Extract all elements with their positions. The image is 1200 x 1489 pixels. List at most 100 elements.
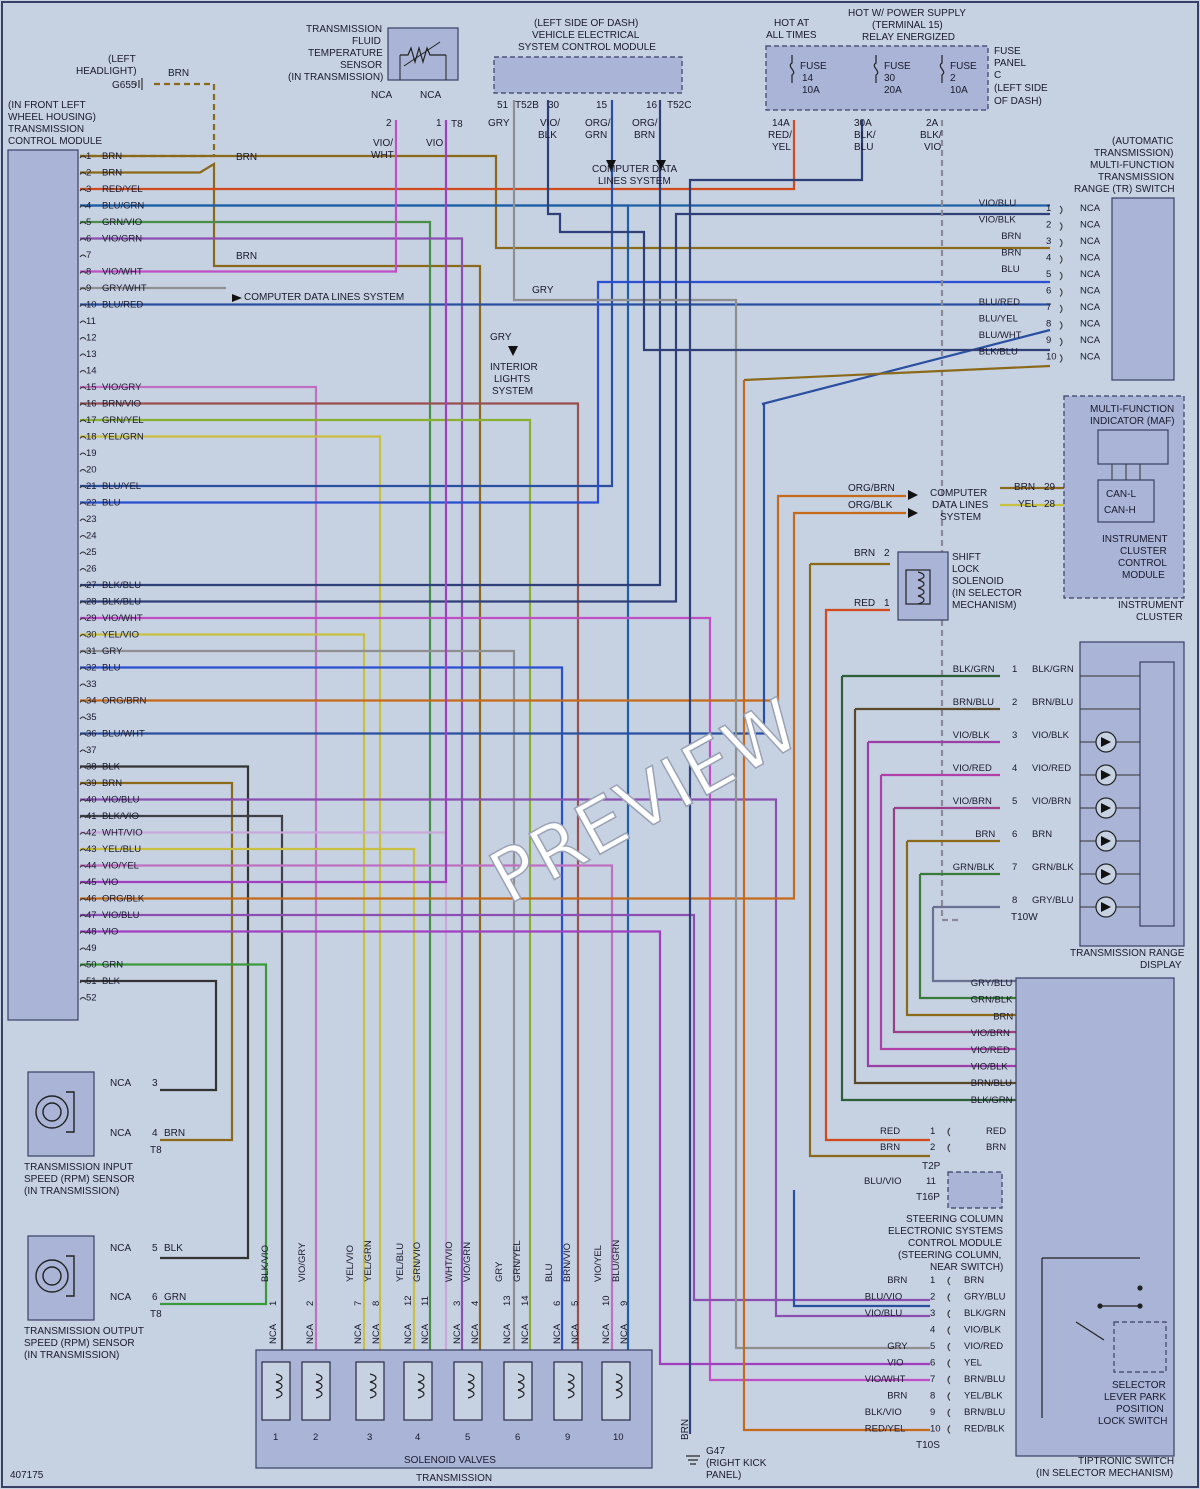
interior-gry-label: GRY [490,332,512,343]
tcm-label-0: (IN FRONT LEFT [8,100,86,111]
display-pin-left-color: VIO/RED [953,763,992,774]
tcm-pin-color: ORG/BLK [102,894,145,905]
diode-icon [1101,836,1111,846]
solenoid-pin-number: 13 [502,1295,513,1306]
org-brn-label: ORG/BRN [848,483,895,494]
wire-org-blk-46 [80,511,906,900]
tcm-pin-color: ORG/BRN [102,696,146,707]
wire-grn-yel-17 [80,418,532,1350]
wire-blk-vio-41 [80,814,284,1350]
connector-mark [79,436,87,439]
connector-mark [79,799,87,802]
solenoid-number: 2 [313,1432,318,1443]
output-speed-nca-2: NCA [110,1292,131,1303]
conn-t2p: T2P [922,1161,941,1172]
output-speed-label-1: SPEED (RPM) SENSOR [24,1338,135,1349]
connector-mark [79,700,87,703]
connector-mark [79,254,87,258]
input-speed-nca-1: NCA [110,1078,131,1089]
t10s-right-color: YEL [964,1358,982,1369]
tiptronic-upper-color: BRN [993,1011,1013,1022]
vescm-label-0: (LEFT SIDE OF DASH) [534,18,638,29]
tcm-pin-color: BLU/WHT [102,729,145,740]
vescm-pin-15: 15 [596,100,608,111]
solenoid-wire-color: BLU [544,1263,555,1282]
display-pin-right-color: VIO/RED [1032,763,1071,774]
tiptronic-upper-color: GRY/BLU [971,978,1013,989]
tcm-pin-number: 6 [86,234,91,245]
icm-label-0: INSTRUMENT [1102,534,1168,545]
tcm-pin-color: BLU [102,663,121,674]
fluid-temp-label-3: SENSOR [340,60,382,71]
fuse-1-amp: 10A [802,85,820,96]
connector-mark [79,815,87,819]
fluid-temp-label-4: (IN TRANSMISSION) [288,72,383,83]
tiptronic-upper-color: BLK/GRN [971,1095,1013,1106]
vescm-pin-30: 30 [548,100,560,111]
tcm-pin-color: BLK/BLU [102,580,141,591]
switch-contact-icon [1041,1257,1143,1418]
solenoid-pin-nca: NCA [403,1323,414,1344]
solenoid-pin-number: 7 [353,1301,364,1306]
vescm-wire-vio-blk-1: BLK [538,130,557,141]
connector-mark [1059,205,1063,215]
tcm-pin-color: VIO [102,877,118,888]
connector-mark [1059,271,1063,281]
tcm-pin-number: 15 [86,382,97,393]
t10s-right-color: BRN [964,1275,984,1286]
tcm-label-2: TRANSMISSION [8,124,84,135]
tr-pin-number: 2 [1046,220,1051,231]
thermistor-icon [399,41,447,80]
wire-brn-g655 [80,82,216,158]
wire-blk-51 [80,979,218,1092]
solenoid-number: 9 [565,1432,570,1443]
tcm-pin-number: 20 [86,465,97,476]
fluid-temp-nca-2: NCA [420,90,441,101]
conn-t52b: T52B [515,100,539,111]
arrow-down-icon [656,160,666,170]
solenoid-wire-color: BLK/VIO [260,1245,271,1282]
connector-mark [1059,354,1063,363]
solenoid-wire-color: BRN/VIO [562,1243,573,1282]
wire-yel-grn-18 [80,435,382,1350]
can-pin-29: 29 [1044,482,1056,493]
wire-blu-grn-sol [80,204,630,1350]
tcm-pin-color: BLU/YEL [102,481,141,492]
wire-layer [80,82,1064,1434]
tcm-pin-color: GRN/VIO [102,217,142,228]
tcm-pin-number: 35 [86,712,97,723]
t2p-left-color: RED [880,1126,900,1137]
wire-display-2 [853,709,1016,1085]
tcm-label-3: CONTROL MODULE [8,136,102,147]
vescm-wire-gry: GRY [488,118,510,129]
connector-mark [79,386,87,390]
wire-display-3 [866,742,1016,1068]
connector-mark [79,518,87,522]
display-pin-left-color: GRN/BLK [953,862,995,873]
display-pin-number: 6 [1012,829,1017,840]
g47-wire: BRN [680,1419,691,1440]
connector-mark [79,964,87,967]
fuse-panel-label-3: (LEFT SIDE [994,83,1048,94]
display-pin-number: 3 [1012,730,1017,741]
fuse-2-out-0: 30A [854,118,872,129]
wire-display-5 [892,808,1016,1034]
solenoid-valve [453,1361,483,1421]
fuse-1-out-0: 14A [772,118,790,129]
steering-label-1: ELECTRONIC SYSTEMS [888,1226,1003,1237]
tcm-pin-color: VIO/YEL [102,861,139,872]
can-l-label: CAN-L [1106,489,1136,500]
tcm-pin-number: 2 [86,168,91,179]
connector-mark [947,1342,951,1352]
conn-t8-input: T8 [150,1145,162,1156]
connector-mark [79,155,87,159]
tr-pin-nca: NCA [1080,236,1101,247]
connector-mark [79,931,87,934]
coil-icon [467,1373,475,1399]
tr-pin-number: 9 [1046,335,1051,346]
conn-t8-output: T8 [150,1309,162,1320]
tr-pin-number: 4 [1046,253,1051,264]
input-speed-pin-4: 4 [152,1128,158,1139]
wire-brn-1-tr [80,154,1050,250]
